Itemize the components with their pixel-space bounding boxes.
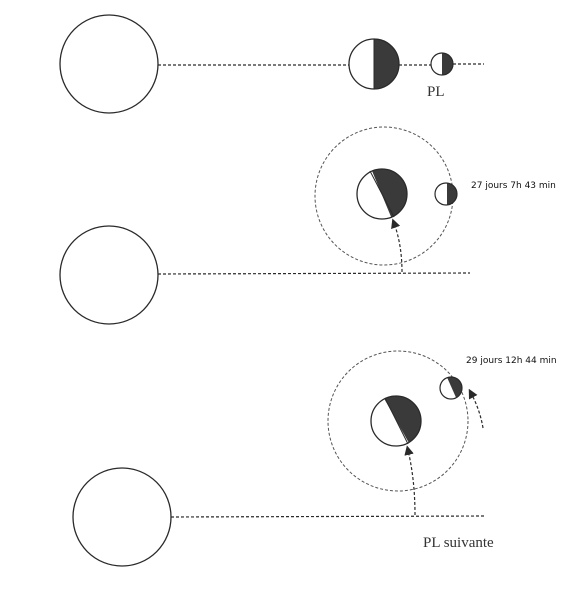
- next-pl-label: PL suivante: [423, 535, 494, 551]
- pl-label: PL: [427, 84, 445, 100]
- sidereal-period-label: 27 jours 7h 43 min: [471, 181, 556, 191]
- sun-2: [59, 225, 159, 325]
- panel-2: 27 jours 7h 43 min: [59, 126, 556, 325]
- earth-orbit-arrow-2: [391, 218, 403, 273]
- earth-3: [370, 395, 422, 447]
- moon-2: [434, 182, 458, 206]
- moon-orbit-3: [327, 350, 469, 492]
- panel-3: 29 jours 12h 44 min PL suivante: [72, 350, 557, 567]
- sun-earth-line-3: [170, 515, 487, 518]
- earth-orbit-arrow-3: [404, 445, 416, 516]
- earth-1: [348, 38, 400, 90]
- synodic-period-label: 29 jours 12h 44 min: [466, 356, 557, 366]
- earth-2: [356, 168, 408, 220]
- moon-3: [439, 376, 463, 400]
- sun-earth-line-2: [157, 272, 471, 275]
- sun-3: [72, 467, 172, 567]
- panel-1: PL: [59, 14, 484, 114]
- moon-1: [430, 52, 454, 76]
- moon-orbit-arrow-3: [468, 388, 484, 429]
- sun-1: [59, 14, 159, 114]
